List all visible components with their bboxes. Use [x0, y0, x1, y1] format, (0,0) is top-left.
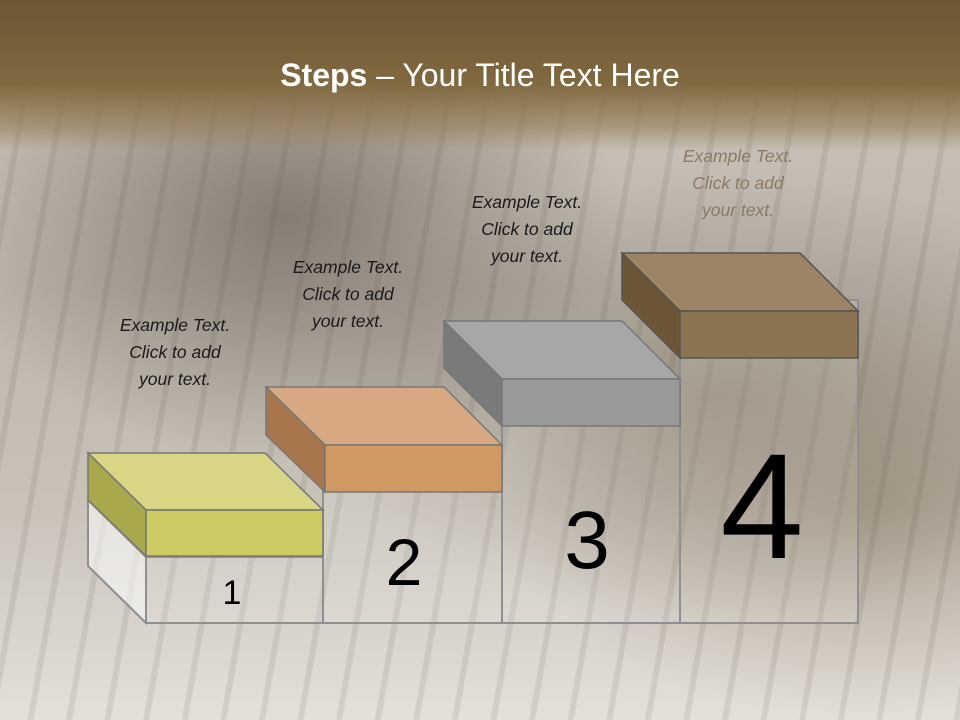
step-3-label-line-3: your text. — [491, 246, 563, 266]
step-3-block[interactable] — [442, 319, 682, 428]
step-1-label-line-1: Example Text. — [119, 315, 231, 335]
step-2-block[interactable] — [264, 385, 504, 494]
title-band — [0, 0, 960, 150]
step-4-label[interactable]: Example Text. Click to add your text. — [638, 143, 838, 224]
title-bold: Steps — [280, 57, 368, 93]
step-2-label[interactable]: Example Text. Click to add your text. — [248, 254, 448, 335]
step-1-number: 1 — [223, 574, 242, 612]
step-4-block[interactable] — [620, 251, 860, 360]
step-1-label-line-3: your text. — [139, 369, 211, 389]
step-1-label[interactable]: Example Text. Click to add your text. — [75, 312, 275, 393]
step-1-block[interactable] — [86, 451, 325, 558]
step-4-label-line-3: your text. — [702, 200, 774, 220]
step-2-label-line-2: Click to add — [302, 284, 394, 304]
slide-title[interactable]: Steps – Your Title Text Here — [0, 55, 960, 95]
step-4-label-line-2: Click to add — [692, 173, 784, 193]
step-1-label-line-2: Click to add — [129, 342, 221, 362]
step-4-number: 4 — [720, 422, 803, 590]
step-2-label-line-1: Example Text. — [292, 257, 404, 277]
step-2-label-line-3: your text. — [312, 311, 384, 331]
step-2-number: 2 — [386, 525, 423, 599]
step-3-number: 3 — [564, 495, 610, 586]
step-4-label-line-1: Example Text. — [682, 146, 794, 166]
step-3-label-line-2: Click to add — [481, 219, 573, 239]
title-rest: – Your Title Text Here — [367, 57, 680, 93]
step-3-label-line-1: Example Text. — [471, 192, 583, 212]
step-3-label[interactable]: Example Text. Click to add your text. — [427, 189, 627, 270]
